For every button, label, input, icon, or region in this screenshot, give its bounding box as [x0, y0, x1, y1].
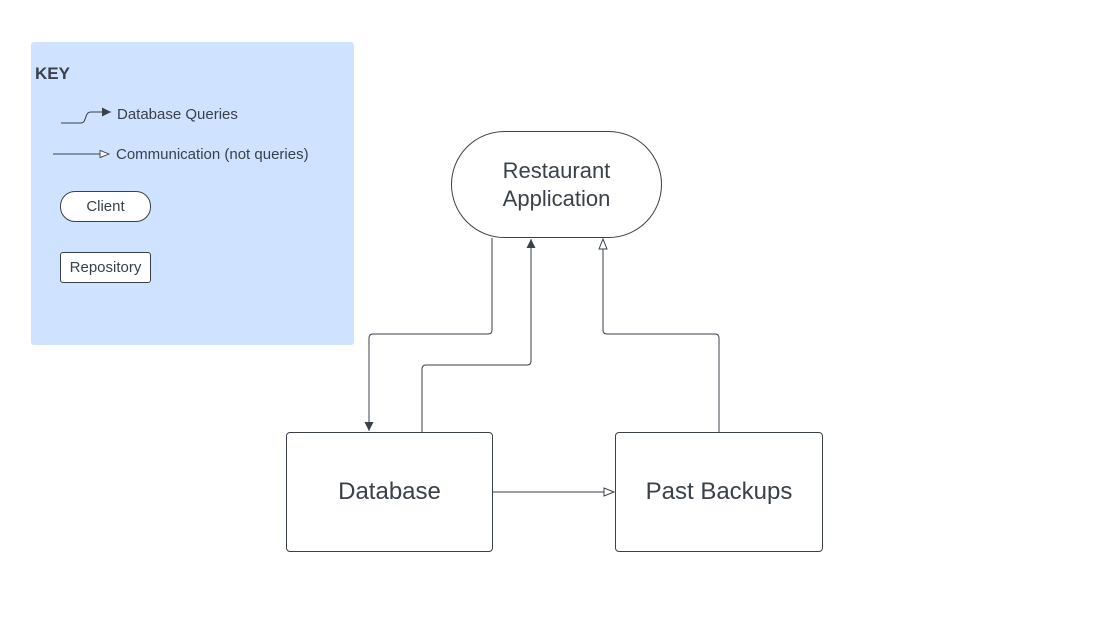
database-label: Database: [338, 478, 441, 505]
key-client-shape: Client: [60, 191, 151, 222]
key-repository-shape: Repository: [60, 252, 151, 283]
restaurant-application-node: Restaurant Application: [451, 131, 662, 238]
connector-app-to-database: [364, 238, 493, 431]
past-backups-node: Past Backups: [615, 432, 823, 552]
key-query-arrow-symbol: [61, 107, 111, 124]
key-client-label: Client: [86, 198, 125, 215]
key-title: KEY: [35, 64, 70, 83]
restaurant-application-label: Restaurant Application: [502, 157, 611, 211]
database-node: Database: [286, 432, 493, 552]
key-database-queries-label: Database Queries: [117, 106, 238, 123]
key-communication-label: Communication (not queries): [116, 146, 309, 163]
connector-backups-to-app: [603, 239, 720, 432]
connector-database-to-app: [421, 239, 536, 432]
key-repository-label: Repository: [69, 259, 142, 276]
key-symbols: [53, 107, 111, 159]
past-backups-label: Past Backups: [645, 478, 793, 505]
key-panel: KEY Database Queries Communication (not …: [31, 42, 354, 345]
